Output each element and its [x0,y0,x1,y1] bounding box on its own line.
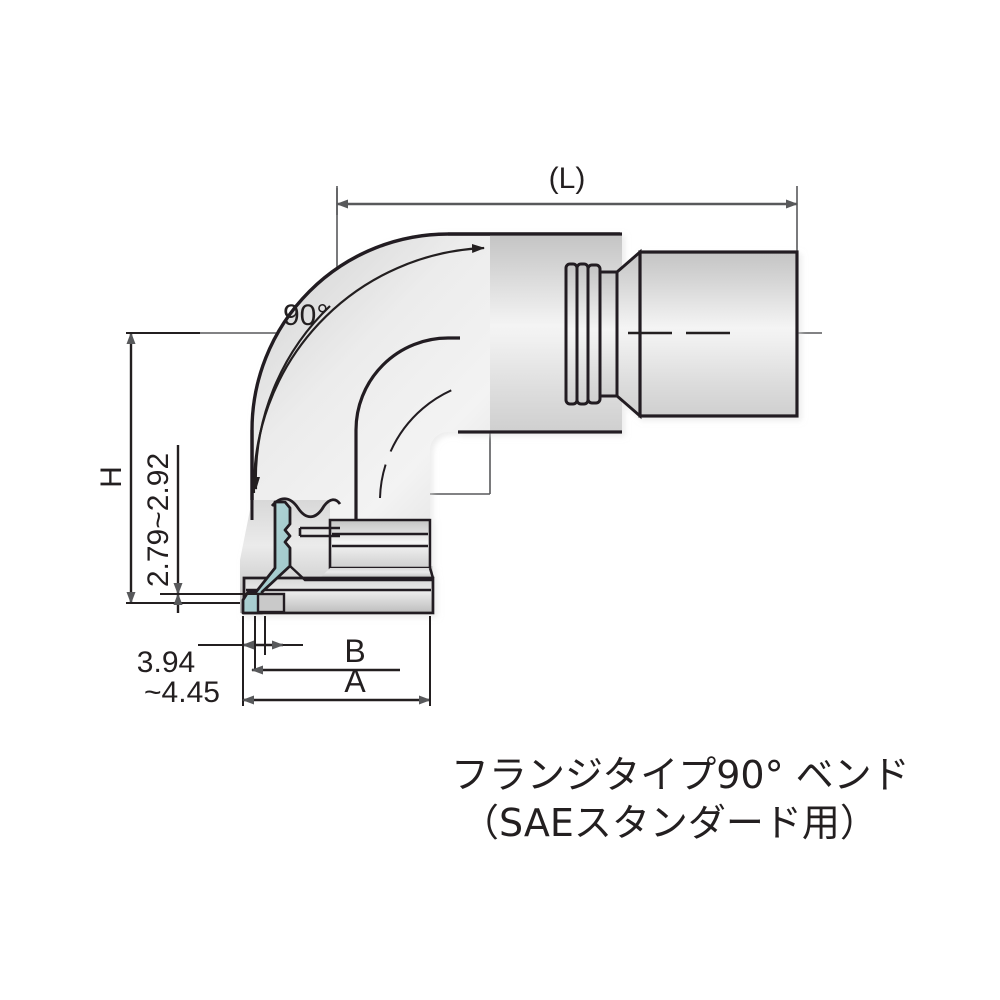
thickness-label-line1: 3.94 [137,646,195,679]
section-break-line [270,497,342,519]
flange-head-assembly [240,497,435,615]
caption-line-2: （SAEスタンダード用） [461,801,878,845]
flange-boss-ridges [328,518,432,570]
ferrule-ring-1 [564,262,579,406]
height-dimension: H [95,332,240,604]
angle-label: 90° [283,299,328,332]
thickness-extension-lines [242,616,266,706]
flange-shoulder-fill [320,568,433,578]
overall-length-dimension: (L) [336,162,798,209]
flange-boss [328,518,432,570]
seal-flange-interface [289,565,433,582]
flange-thickness-dimension: 3.94 ~4.45 [137,616,303,709]
dimension-b-label: B [344,633,365,669]
angle-dimension-90: 90° [251,244,485,494]
ferrule-rings [564,262,602,406]
drawing-caption: フランジタイプ90° ベンド （SAEスタンダード用） [451,753,910,845]
part-body-group [240,232,799,615]
ferrule-ring-2 [575,262,590,406]
seal-height-dimension: 2.79~2.92 [142,445,262,613]
flange-counterbore [298,526,340,538]
seal-height-label: 2.79~2.92 [142,453,175,587]
caption-line-1: フランジタイプ90° ベンド [451,753,910,797]
thickness-label-line2: ~4.45 [144,676,220,709]
elbow-inner-contour [354,336,460,613]
length-label: (L) [549,162,586,195]
angle-arc-lower-arrow [251,305,331,490]
flange-shoulder-edge [428,567,435,579]
dimension-a: A [242,616,431,706]
seal-foot-notch [256,592,286,614]
height-label: H [95,466,128,488]
ferrule-collar [598,270,619,398]
dimension-b: B [251,633,400,675]
elbow-outer-contour [250,232,620,500]
dimension-a-label: A [344,663,366,699]
ferrule-ring-3 [586,263,602,405]
bore-phantom-arc [379,389,453,499]
